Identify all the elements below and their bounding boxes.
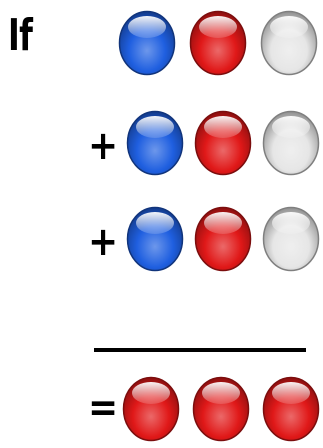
white-ball-graphic bbox=[260, 10, 318, 76]
red-ball-graphic bbox=[192, 376, 250, 442]
blue-ball-graphic bbox=[126, 206, 184, 272]
blue-ball-highlight bbox=[136, 116, 174, 138]
red-ball-highlight bbox=[202, 382, 240, 404]
sum-divider-line bbox=[94, 348, 306, 352]
red-ball-graphic bbox=[189, 10, 247, 76]
row-2-blue-ball bbox=[126, 110, 184, 176]
row-1-blue-ball bbox=[118, 10, 176, 76]
white-ball-highlight bbox=[272, 212, 310, 234]
red-ball-graphic bbox=[262, 376, 320, 442]
row-2-white-ball bbox=[262, 110, 320, 176]
row-3-white-ball bbox=[262, 206, 320, 272]
result-red-ball-3 bbox=[262, 376, 320, 442]
red-ball-graphic bbox=[194, 206, 252, 272]
result-red-ball-1 bbox=[122, 376, 180, 442]
row-2-red-ball bbox=[194, 110, 252, 176]
equals-operator: = bbox=[88, 388, 118, 428]
white-ball-graphic bbox=[262, 110, 320, 176]
red-ball-highlight bbox=[272, 382, 310, 404]
blue-ball-graphic bbox=[126, 110, 184, 176]
row-3-red-ball bbox=[194, 206, 252, 272]
plus-operator-row-2: + bbox=[88, 126, 118, 166]
red-ball-highlight bbox=[204, 116, 242, 138]
blue-ball-highlight bbox=[136, 212, 174, 234]
red-ball-graphic bbox=[122, 376, 180, 442]
red-ball-graphic bbox=[194, 110, 252, 176]
white-ball-highlight bbox=[272, 116, 310, 138]
white-ball-highlight bbox=[270, 16, 308, 38]
result-red-ball-2 bbox=[192, 376, 250, 442]
red-ball-highlight bbox=[204, 212, 242, 234]
blue-ball-highlight bbox=[128, 16, 166, 38]
row-1-white-ball bbox=[260, 10, 318, 76]
red-ball-highlight bbox=[132, 382, 170, 404]
blue-ball-graphic bbox=[118, 10, 176, 76]
row-1-red-ball bbox=[189, 10, 247, 76]
row-3-blue-ball bbox=[126, 206, 184, 272]
white-ball-graphic bbox=[262, 206, 320, 272]
plus-operator-row-3: + bbox=[88, 222, 118, 262]
if-label: If bbox=[8, 14, 32, 58]
red-ball-highlight bbox=[199, 16, 237, 38]
